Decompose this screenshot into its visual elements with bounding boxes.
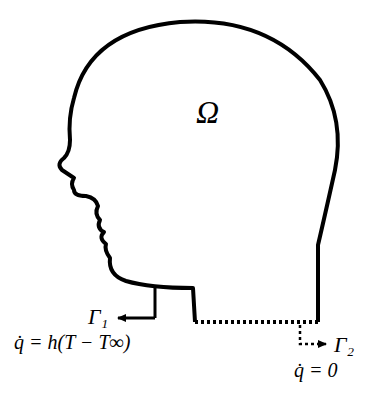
domain-label: Ω	[196, 96, 219, 128]
gamma2-arrow	[300, 325, 326, 344]
boundary-condition: q̇ = h(T − T∞)	[14, 332, 130, 352]
neck-bottom-boundary	[195, 320, 318, 324]
boundary-label: Γ₁	[88, 306, 108, 328]
boundary-label: Γ₂	[334, 334, 354, 356]
gamma1-indicator	[154, 287, 157, 318]
head-outline	[59, 21, 337, 322]
gamma1-arrow	[118, 317, 155, 320]
boundary-condition: q̇ = 0	[294, 360, 338, 380]
